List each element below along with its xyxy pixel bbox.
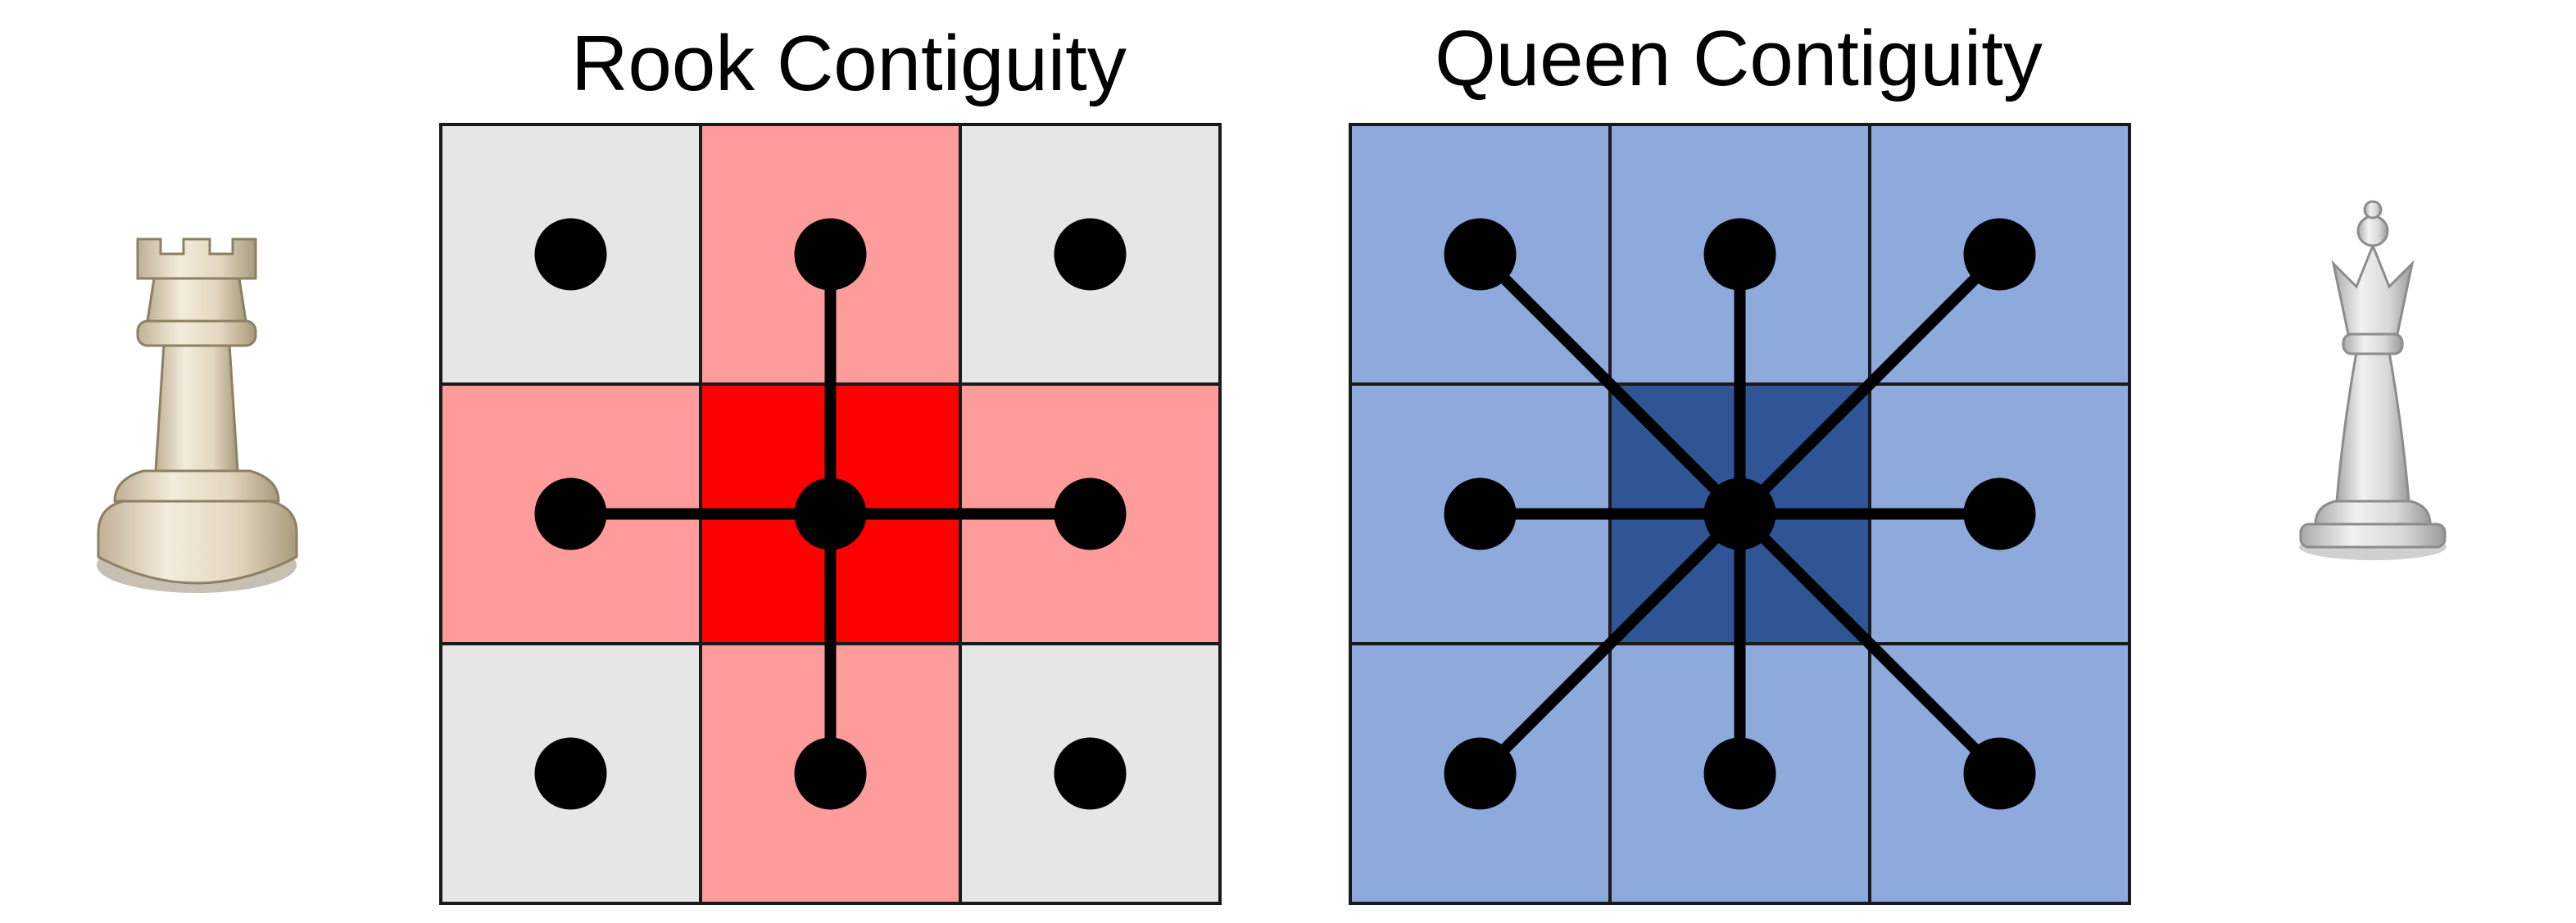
rook-icon: [97, 238, 298, 593]
rook-node-2-0: [534, 737, 607, 810]
queen-node-1-1: [1703, 477, 1776, 550]
rook-node-1-2: [1054, 477, 1127, 550]
queen-edge-0-0: [1474, 248, 1746, 520]
queen-node-0-0: [1444, 218, 1517, 291]
queen-edge-0-2: [1734, 248, 2006, 520]
rook-node-0-2: [1054, 218, 1127, 291]
queen-panel-title: Queen Contiguity: [1435, 15, 2043, 102]
queen-edge-2-2: [1734, 508, 2006, 780]
queen-node-2-1: [1703, 737, 1776, 810]
queen-icon: [2299, 200, 2447, 560]
queen-grid: [1349, 123, 2131, 905]
rook-node-1-1: [794, 477, 867, 550]
rook-node-2-1: [794, 737, 867, 810]
rook-panel-title: Rook Contiguity: [571, 20, 1127, 107]
rook-node-0-1: [794, 218, 867, 291]
queen-node-2-2: [1963, 737, 2036, 810]
rook-node-1-0: [534, 477, 607, 550]
rook-node-0-0: [534, 218, 607, 291]
queen-node-1-0: [1444, 477, 1517, 550]
rook-grid: [439, 123, 1222, 905]
queen-edge-2-0: [1474, 508, 1746, 780]
queen-node-0-2: [1963, 218, 2036, 291]
rook-node-2-2: [1054, 737, 1127, 810]
queen-node-2-0: [1444, 737, 1517, 810]
queen-node-1-2: [1963, 477, 2036, 550]
queen-node-0-1: [1703, 218, 1776, 291]
